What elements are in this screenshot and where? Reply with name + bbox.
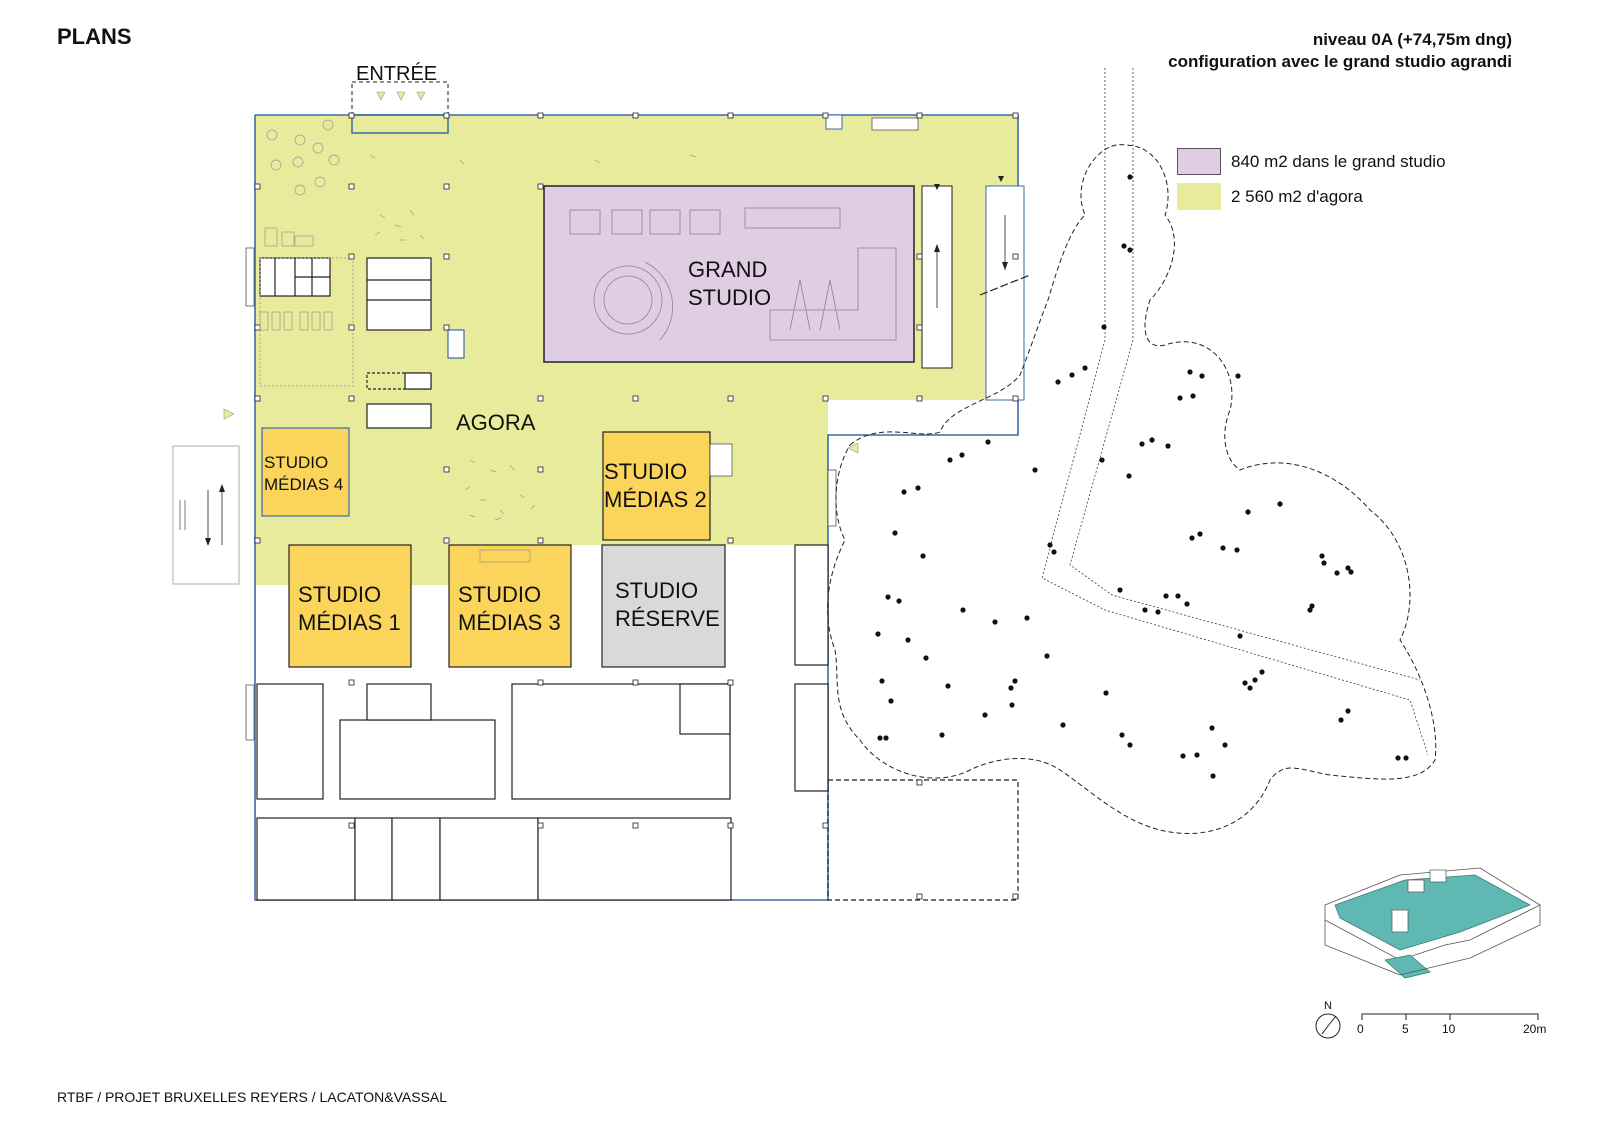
studio-medias-1-label: STUDIO MÉDIAS 1 [298, 581, 401, 637]
scale-tick-0: 0 [1357, 1022, 1364, 1036]
footer-credit: RTBF / PROJET BRUXELLES REYERS / LACATON… [57, 1089, 448, 1105]
tree-dots [875, 174, 1409, 779]
studio-reserve-label: STUDIO RÉSERVE [615, 577, 720, 633]
studio-medias-3-label: STUDIO MÉDIAS 3 [458, 581, 561, 637]
service-cores [259, 257, 432, 429]
studio-medias-2-room [602, 431, 711, 541]
studio-medias-2-label: STUDIO MÉDIAS 2 [604, 458, 707, 514]
grand-studio-label-line1: GRAND [688, 257, 768, 282]
scale-tick-10: 10 [1442, 1022, 1456, 1036]
park-boundary [827, 144, 1437, 834]
studio-medias-4-label-line2: MÉDIAS 4 [264, 475, 344, 494]
scale-bar [1361, 1013, 1539, 1020]
north-arrow-label: N [1324, 1000, 1332, 1012]
studio-medias-2-label-line2: MÉDIAS 2 [604, 487, 707, 512]
legend-swatch-agora [1177, 183, 1221, 210]
scale-tick-5: 5 [1402, 1022, 1409, 1036]
legend-label-grand-studio: 840 m2 dans le grand studio [1231, 152, 1446, 171]
studio-medias-1-room [288, 544, 412, 668]
north-arrow [1315, 1013, 1341, 1039]
studio-medias-3-room [448, 544, 572, 668]
studio-medias-2-label-line1: STUDIO [604, 459, 688, 484]
studio-medias-3-label-line2: MÉDIAS 3 [458, 610, 561, 635]
studio-medias-3-label-line1: STUDIO [458, 582, 542, 607]
legend-label-agora: 2 560 m2 d'agora [1231, 187, 1363, 206]
studio-reserve-room [601, 544, 726, 668]
studio-medias-4-label: STUDIO MÉDIAS 4 [264, 452, 343, 496]
grand-studio-label-line2: STUDIO [688, 285, 772, 310]
grand-studio-furniture [569, 207, 897, 341]
lower-rooms [256, 544, 829, 901]
grand-studio-label: GRAND STUDIO [688, 256, 771, 312]
agora-label: AGORA [456, 410, 536, 435]
level-subtitle: niveau 0A (+74,75m dng) [1312, 30, 1512, 49]
studio-medias-4-label-line1: STUDIO [264, 453, 329, 472]
configuration-subtitle: configuration avec le grand studio agran… [1168, 52, 1512, 71]
entrance [351, 81, 449, 134]
entrance-label: ENTRÉE [356, 63, 438, 85]
outside-ramp [172, 445, 240, 585]
column-grid [254, 112, 1019, 900]
studio-medias-1-label-line2: MÉDIAS 1 [298, 610, 401, 635]
future-extension [827, 779, 1019, 901]
scale-tick-20: 20m [1523, 1022, 1547, 1036]
studio-medias-4-room [261, 427, 350, 517]
studio-reserve-label-line2: RÉSERVE [615, 606, 720, 631]
studio-reserve-label-line1: STUDIO [615, 578, 699, 603]
agora-furniture [259, 119, 697, 521]
legend-swatch-grand-studio [1177, 148, 1221, 175]
park-path [1041, 68, 1429, 756]
page-title: PLANS [57, 24, 132, 49]
studio-medias-1-label-line1: STUDIO [298, 582, 382, 607]
axonometric-thumbnail [1324, 867, 1541, 979]
